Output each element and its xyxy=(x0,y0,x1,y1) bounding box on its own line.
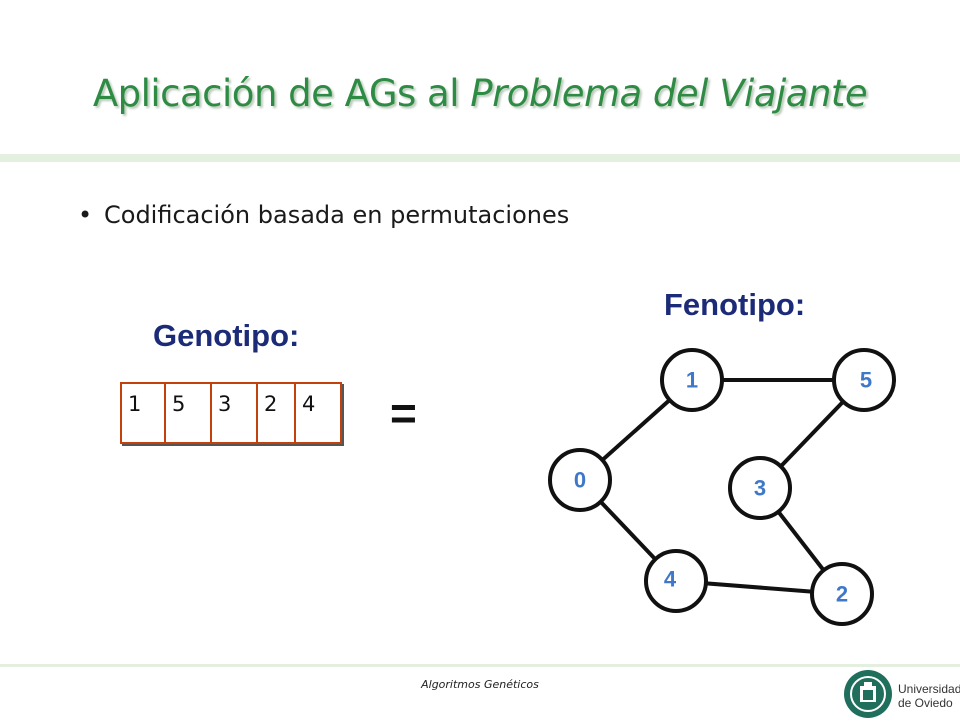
node-circle xyxy=(728,456,792,520)
university-logo: Universidad de Oviedo xyxy=(842,668,960,720)
node-circle xyxy=(548,448,612,512)
tour-nodes xyxy=(548,348,896,626)
title-divider xyxy=(0,154,960,162)
tour-edges xyxy=(578,378,866,596)
title-plain-text: Aplicación de AGs al xyxy=(92,72,471,115)
node-label: 2 xyxy=(836,582,848,607)
slide-title: Aplicación de AGs al Problema del Viajan… xyxy=(0,72,960,115)
gene-cell: 2 xyxy=(258,384,296,442)
node-label: 4 xyxy=(664,567,677,592)
node-circle xyxy=(810,562,874,626)
node-label: 1 xyxy=(686,368,698,393)
genotype-array: 1 5 3 2 4 xyxy=(120,382,342,444)
gene-cell: 1 xyxy=(122,384,166,442)
gene-cell: 4 xyxy=(302,392,316,416)
logo-line-2: de Oviedo xyxy=(898,696,953,710)
phenotype-label: Fenotipo: xyxy=(664,287,806,322)
bullet-text: Codificación basada en permutaciones xyxy=(104,201,570,229)
node-circle xyxy=(832,348,896,412)
gene-cell: 3 xyxy=(212,384,258,442)
node-label: 3 xyxy=(754,476,766,501)
gene-cell: 5 xyxy=(166,384,212,442)
university-seal-icon xyxy=(844,670,892,718)
genotype-label: Genotipo: xyxy=(153,318,300,353)
node-circle xyxy=(644,549,708,613)
node-labels: 0 1 5 3 2 4 xyxy=(574,368,872,607)
logo-line-1: Universidad xyxy=(898,682,960,696)
footer-divider xyxy=(0,664,960,667)
node-label: 0 xyxy=(574,468,586,493)
node-label: 5 xyxy=(860,368,872,393)
bullet-item: • Codificación basada en permutaciones xyxy=(78,201,569,229)
logo-text: Universidad de Oviedo xyxy=(898,682,960,710)
footer-text: Algoritmos Genéticos xyxy=(421,678,539,691)
node-circle xyxy=(660,348,724,412)
equals-sign: = xyxy=(390,387,417,439)
bullet-dot-icon: • xyxy=(78,201,93,229)
title-italic-text: Problema del Viajante xyxy=(470,72,868,115)
